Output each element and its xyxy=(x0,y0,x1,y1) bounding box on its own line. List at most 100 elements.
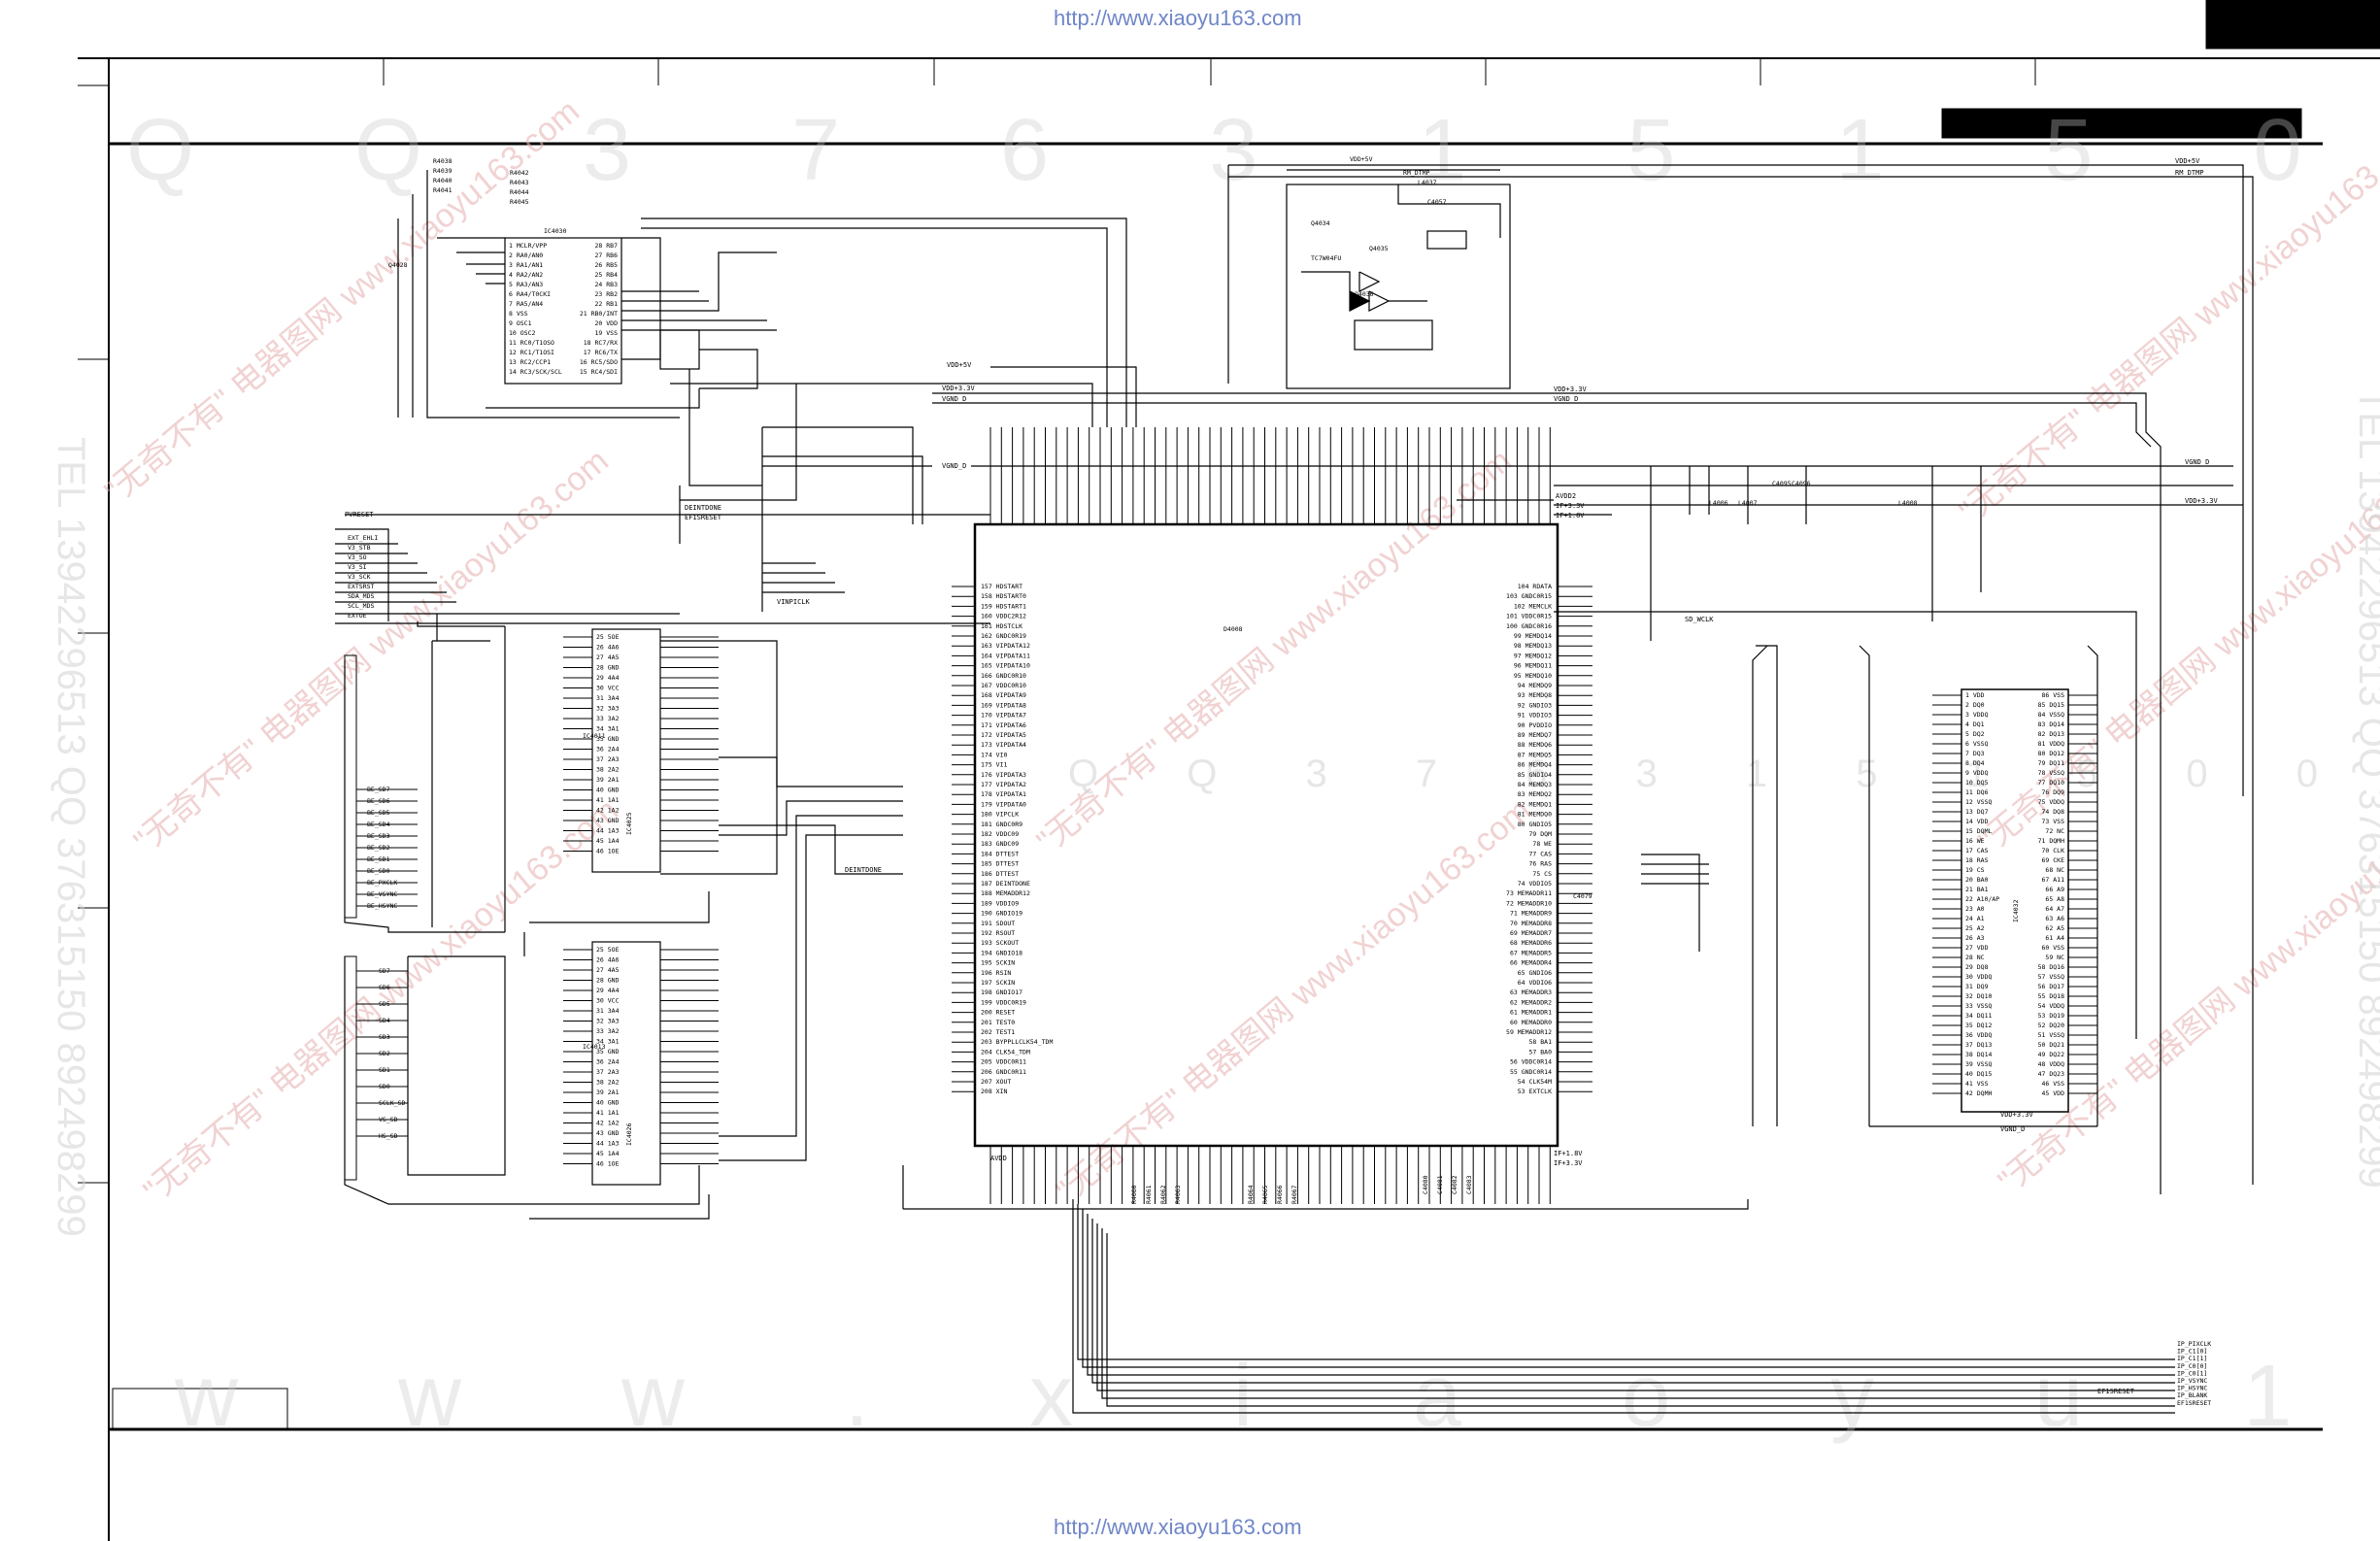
component-label: R4064 xyxy=(1247,1185,1255,1204)
mcu-pin: 7 RA5/AN4 xyxy=(509,300,543,308)
sdram-pin-right: 59 NC xyxy=(2045,954,2064,961)
main-pin-right: 69 MEMADDR7 xyxy=(1510,929,1552,937)
buffer1-part: IC4025 xyxy=(625,812,633,835)
main-pin-right: 73 MEMADDR11 xyxy=(1506,889,1552,897)
main-pin-left: 185 DTTEST xyxy=(981,860,1019,868)
main-pin-right: 74 VDDIO5 xyxy=(1518,880,1552,888)
mcu-pin-r: 17 RC6/TX xyxy=(584,349,618,356)
main-pin-right: 92 GNDIO3 xyxy=(1518,701,1552,709)
main-pin-right: 56 VDDC0R14 xyxy=(1510,1058,1552,1066)
main-pin-left: 159 HDSTART1 xyxy=(981,602,1026,610)
sdram-pin-right: 46 VSS xyxy=(2042,1080,2065,1088)
bottom-net: IP_VSYNC xyxy=(2177,1377,2207,1385)
main-pin-left: 162 GNDC0R19 xyxy=(981,632,1026,640)
sdram-pin-left: 22 A10/AP xyxy=(1965,895,1999,903)
buffer1-pin: 34 3A1 xyxy=(596,725,620,733)
main-pin-left: 168 VIPDATA9 xyxy=(981,691,1026,699)
component-label: Q4028 xyxy=(388,261,408,269)
sdram-pin-right: 58 DQ16 xyxy=(2038,963,2064,971)
main-pin-right: 82 MEMDQ1 xyxy=(1518,800,1552,808)
buffer1-pin: 43 GND xyxy=(596,817,620,824)
mcu-pin: 14 RC3/SCK/SCL xyxy=(509,368,562,376)
buffer2-pin: 40 GND xyxy=(596,1099,620,1107)
bottom-net: IP_C1[0] xyxy=(2177,1348,2207,1356)
sdram-pin-right: 53 DQ19 xyxy=(2038,1012,2064,1020)
buffer1-pin: 26 4A6 xyxy=(596,644,620,652)
sdram-pin-right: 83 DQ14 xyxy=(2038,720,2064,728)
sdram-pin-right: 55 DQ18 xyxy=(2038,992,2064,1000)
main-pin-left: 191 SDOUT xyxy=(981,920,1015,927)
net-labels: VDD+5V RM_DTMP VDD+3.3V VGND_D VGND_D VD… xyxy=(345,157,2219,1395)
main-pin-right: 75 CS xyxy=(1532,870,1552,878)
component-label: TC7W04FU xyxy=(1311,254,1341,262)
buffer2-pin: 32 3A3 xyxy=(596,1018,620,1025)
sdram-pin-left: 2 DQ0 xyxy=(1965,701,1985,709)
component-label: R4044 xyxy=(510,188,529,196)
buffer2-pin: 33 3A2 xyxy=(596,1027,620,1035)
sdram-pin-right: 81 VDDQ xyxy=(2038,740,2064,748)
sdram-pin-right: 80 DQ12 xyxy=(2038,750,2064,757)
component-label: R4061 xyxy=(1145,1185,1153,1204)
watermark-side-right: TEL 13942296513 QQ 376315150 892498299 xyxy=(2351,388,2380,1189)
buffer2-pin: 46 1OE xyxy=(596,1160,620,1168)
buffer2-pin: 42 1A2 xyxy=(596,1120,620,1127)
mcu-pin: 8 VSS xyxy=(509,310,528,318)
buffer1-pin: 44 1A3 xyxy=(596,827,620,835)
net-pvreset: PVRESET xyxy=(345,511,374,519)
component-label: R4062 xyxy=(1159,1185,1167,1204)
watermark-layer: Q Q 3 7 6 3 1 5 1 5 0 0 9 9 4 2 8 9 8 2 … xyxy=(50,92,2380,1445)
main-pin-left: 184 DTTEST xyxy=(981,850,1019,857)
main-pin-left: 160 VDDC2R12 xyxy=(981,613,1026,620)
component-label: RM_DTMP xyxy=(1403,169,1429,177)
main-pin-left: 180 VIPCLK xyxy=(981,811,1019,819)
sdram-pin-right: 77 DQ10 xyxy=(2038,779,2064,787)
main-pin-left: 208 XIN xyxy=(981,1088,1007,1095)
sdram-pin-right: 50 DQ21 xyxy=(2038,1041,2064,1049)
buffer2-pin: 36 2A4 xyxy=(596,1058,620,1066)
main-pin-left: 183 GNDC09 xyxy=(981,840,1019,848)
main-pin-left: 182 VDDC09 xyxy=(981,830,1019,838)
sdram-pin-left: 39 VSSQ xyxy=(1965,1060,1992,1068)
component-label: R4039 xyxy=(433,167,453,175)
sdram-pin-left: 40 DQ15 xyxy=(1965,1070,1992,1078)
main-pin-right: 53 EXTCLK xyxy=(1518,1088,1552,1095)
main-pin-left: 186 DTTEST xyxy=(981,870,1019,878)
main-pin-left: 179 VIPDATA0 xyxy=(981,800,1026,808)
main-pin-right: 63 MEMADDR3 xyxy=(1510,988,1552,996)
bottom-net: EF1SRESET xyxy=(2177,1399,2211,1407)
sdram-pin-right: 51 VSSQ xyxy=(2038,1031,2064,1039)
sdram-pin-right: 72 NC xyxy=(2045,827,2064,835)
main-pin-right: 90 PVDDIO xyxy=(1518,721,1552,729)
mcu-pin: 13 RC2/CCP1 xyxy=(509,358,551,366)
main-pin-left: 200 RESET xyxy=(981,1009,1015,1017)
component-label: VDD+5V xyxy=(1350,155,1373,163)
left-net: SCL_MDS xyxy=(348,602,374,610)
main-pin-left: 158 HDSTART0 xyxy=(981,592,1026,600)
main-pin-right: 103 GNDC0R15 xyxy=(1506,592,1552,600)
main-pin-right: 60 MEMADDR0 xyxy=(1510,1019,1552,1026)
main-pin-right: 59 MEMADDR12 xyxy=(1506,1028,1552,1036)
sdram-pin-right: 70 CLK xyxy=(2042,847,2065,854)
main-pin-right: 57 BA0 xyxy=(1529,1048,1553,1055)
bottom-net: IP_C0[0] xyxy=(2177,1362,2207,1370)
buffer1-pin: 29 4A4 xyxy=(596,674,620,682)
main-pin-left: 198 GNDIO17 xyxy=(981,988,1022,996)
sdram-pin-left: 12 VSSQ xyxy=(1965,798,1992,806)
net-vdd5-b: VDD+5V xyxy=(947,361,972,369)
sdram-pin-right: 63 A6 xyxy=(2045,915,2064,922)
component-label: R4065 xyxy=(1261,1185,1269,1204)
buffer2-pin: 44 1A3 xyxy=(596,1140,620,1148)
sdram-pin-left: 15 DQML xyxy=(1965,827,1992,835)
main-pin-left: 181 GNDC0R9 xyxy=(981,821,1022,828)
sdram-pin-right: 68 NC xyxy=(2045,866,2064,874)
mcu-pin-r: 27 RB6 xyxy=(595,251,619,259)
sdram-pin-left: 24 A1 xyxy=(1965,915,1985,922)
net-ifvdd18: IF+1.8V xyxy=(1556,512,1585,519)
net-vgnd: VGND_D xyxy=(1554,395,1578,403)
main-pin-left: 172 VIPDATA5 xyxy=(981,731,1026,739)
sdram-pin-left: 23 A0 xyxy=(1965,905,1985,913)
main-pin-left: 204 CLK54_TDM xyxy=(981,1048,1030,1055)
component-label: Q4034 xyxy=(1311,219,1330,227)
buffer2-pin: 30 VCC xyxy=(596,997,620,1005)
